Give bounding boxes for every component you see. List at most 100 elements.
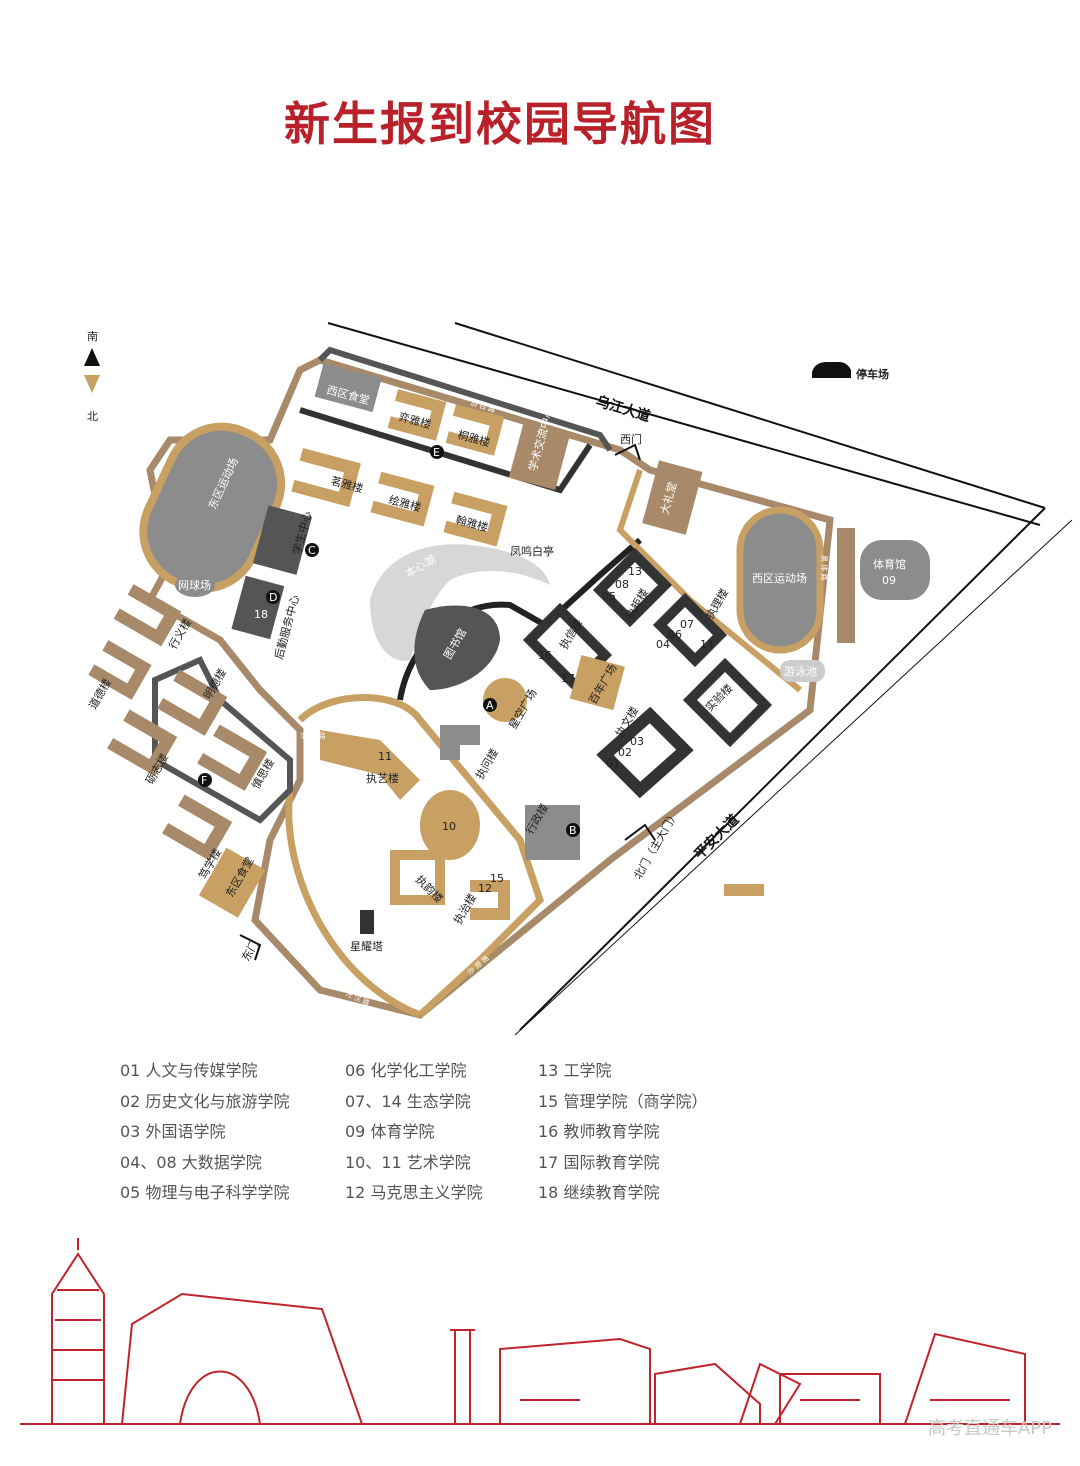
zhixin-building[interactable] [522, 602, 613, 693]
xiqu-field[interactable] [736, 506, 824, 654]
legend-item: 07、14 生态学院 [345, 1091, 471, 1111]
zhixin-num16: 16 [538, 649, 552, 662]
lizhi-building[interactable] [107, 709, 178, 776]
academic-center[interactable] [508, 424, 570, 491]
zhili-label: 执理楼 [702, 586, 731, 622]
dali-tang[interactable] [642, 460, 703, 535]
zhiju-num13: 13 [628, 565, 642, 578]
duxue-building[interactable] [162, 794, 233, 861]
logistics-num: 18 [254, 608, 268, 621]
zhiwen2-building[interactable] [440, 725, 480, 760]
xingyi-building[interactable] [113, 584, 182, 647]
compass-north: 北 [87, 410, 98, 423]
legend-swatch [724, 884, 764, 896]
gym-building[interactable] [860, 540, 930, 600]
pool[interactable] [780, 660, 825, 682]
path-name-5: 奥 体 路 [820, 555, 829, 580]
zhizhi-num12: 12 [478, 882, 492, 895]
parking-car-icon [812, 362, 851, 378]
parking-label: 停车场 [856, 367, 889, 381]
marker-d-label: D [269, 591, 277, 604]
zhiju-num05: 05 [602, 590, 616, 603]
shiyan-building[interactable] [682, 657, 773, 748]
mingya-building[interactable] [291, 448, 361, 508]
north-gray-path [317, 346, 613, 452]
path-name-4: 光 汉 路 [344, 989, 371, 1008]
zhiyi-building[interactable] [320, 730, 420, 800]
marker-e-label: E [433, 446, 440, 459]
marker-f[interactable] [198, 773, 212, 787]
zhiyun-num: 10 [442, 820, 456, 833]
legend-col-2: 06 化学化工学院 07、14 生态学院 09 体育学院 10、11 艺术学院 … [345, 1056, 482, 1209]
xingyao-tower[interactable] [360, 910, 374, 934]
xingkong-square[interactable] [483, 678, 527, 722]
zhiwen-building[interactable] [596, 706, 694, 799]
diagonal-gold-path [616, 469, 802, 693]
pingan-road-line [519, 507, 1046, 1031]
wujiang-road-label: 乌江大道 [594, 393, 653, 426]
hanya-building[interactable] [443, 491, 508, 547]
shensi-building[interactable] [197, 724, 268, 791]
pingan-road-line-2 [514, 519, 1073, 1036]
marker-a-label: A [486, 699, 494, 712]
zhili-building[interactable] [652, 592, 728, 668]
tennis-label: 网球场 [178, 578, 211, 592]
legend-item: 06 化学化工学院 [345, 1061, 467, 1080]
legend-item: 02 历史文化与旅游学院 [120, 1091, 290, 1111]
legend-item: 04、08 大数据学院 [120, 1152, 262, 1172]
west-gate-icon[interactable] [614, 443, 641, 461]
zhili-num04: 04 [656, 638, 670, 651]
daode-building[interactable] [88, 640, 152, 700]
marker-c[interactable] [305, 543, 319, 557]
marker-e[interactable] [430, 445, 444, 459]
legend-item: 05 物理与电子科学学院 [120, 1183, 290, 1203]
student-center[interactable] [252, 505, 312, 575]
huiya-building[interactable] [370, 471, 435, 527]
west-gray-loop [152, 656, 293, 824]
legend-item: 18 继续教育学院 [538, 1183, 660, 1203]
pavilion-label: 凤鸣白亭 [510, 544, 554, 558]
zhiwen-num03: 03 [630, 735, 644, 748]
legend-col-3: 13 工学院 15 管理学院（商学院） 16 教师教育学院 17 国际教育学院 … [538, 1056, 707, 1209]
zhiju-building[interactable] [592, 547, 673, 628]
marker-a[interactable] [483, 698, 497, 712]
marker-b-label: B [569, 824, 577, 837]
library[interactable] [414, 605, 500, 690]
marker-f-label: F [201, 774, 207, 787]
zhixin-num17: 17 [561, 672, 575, 685]
zhiyun-wing [390, 850, 445, 905]
legend-item: 09 体育学院 [345, 1122, 435, 1142]
legend-item: 15 管理学院（商学院） [538, 1091, 708, 1111]
marker-d[interactable] [266, 590, 280, 604]
page-title: 新生报到校园导航图 [284, 97, 716, 151]
gym-num: 09 [882, 574, 896, 587]
north-arrow-icon [84, 375, 100, 393]
yiya-building[interactable] [387, 389, 447, 441]
tongya-building[interactable] [445, 404, 505, 456]
gym-label: 体育馆 [873, 557, 906, 571]
zhizhi-num15: 15 [490, 872, 504, 885]
legend-item: 10、11 艺术学院 [345, 1152, 471, 1172]
city-skyline [20, 1238, 1060, 1425]
xiqu-canteen[interactable] [314, 362, 382, 413]
tennis-court[interactable] [175, 573, 215, 597]
baiyi-square[interactable] [569, 655, 625, 711]
legend-item: 03 外国语学院 [120, 1122, 226, 1142]
north-dark-path [299, 407, 593, 494]
mingde-building[interactable] [157, 669, 228, 736]
south-arrow-icon [84, 348, 100, 366]
inner-gold-path [297, 694, 545, 1018]
marker-b[interactable] [566, 823, 580, 837]
zhiyun-building[interactable] [420, 790, 480, 860]
dongqu-canteen[interactable] [198, 847, 266, 918]
compass-south: 南 [87, 330, 98, 343]
xiqu-field-label: 西区运动场 [752, 571, 807, 585]
zhiyi-label: 执艺楼 [366, 771, 399, 785]
bixin-lake [370, 544, 550, 661]
zhizhi-building[interactable] [470, 880, 510, 920]
east-gate-icon[interactable] [239, 934, 262, 961]
legend-item: 13 工学院 [538, 1061, 612, 1080]
north-gate-icon[interactable] [624, 823, 656, 841]
watermark: 高考直通车APP [927, 1418, 1052, 1439]
